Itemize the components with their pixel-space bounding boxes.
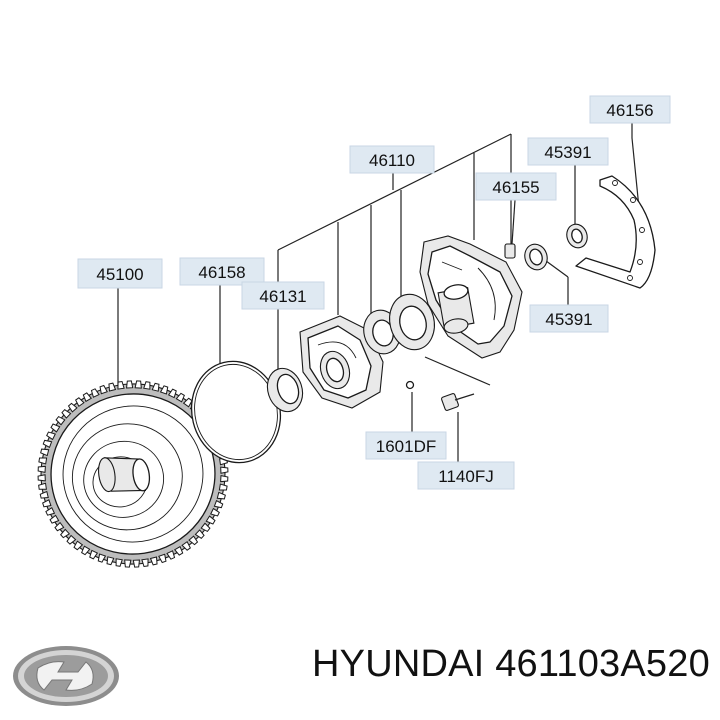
oil-seal (266, 367, 304, 413)
gear-tooth (42, 439, 53, 449)
pump-housing (299, 315, 384, 409)
label-46131-text: 46131 (259, 287, 306, 306)
gear-tooth (134, 380, 142, 389)
gear-tooth (158, 553, 167, 564)
label-1140FJ-text: 1140FJ (438, 467, 493, 486)
gear-tooth (59, 528, 71, 539)
label-1601DF-text: 1601DF (376, 437, 436, 456)
part-number: 461103A520 (495, 643, 710, 685)
brand-name: HYUNDAI (312, 643, 485, 685)
small-parts (405, 223, 588, 411)
pump-cover (419, 235, 523, 359)
gear-tooth (216, 491, 226, 500)
gear-tooth (173, 545, 184, 556)
label-45391-bottom-text: 45391 (545, 310, 592, 329)
label-45391-top-text: 45391 (544, 143, 591, 162)
gear-tooth (97, 553, 107, 563)
torque-converter (37, 380, 229, 568)
gear-tooth (42, 499, 52, 508)
gear-tooth (37, 465, 46, 473)
label-46110-text: 46110 (369, 151, 415, 170)
gear-tooth (46, 431, 56, 441)
label-45391-top: 45391 (527, 137, 609, 166)
label-46156: 46156 (589, 95, 671, 124)
label-1140FJ: 1140FJ (417, 461, 515, 490)
label-1601DF: 1601DF (365, 431, 447, 460)
gear-tooth (67, 402, 78, 413)
gear-tooth (132, 559, 140, 568)
gear-tooth (49, 514, 60, 524)
brand-part-number: HYUNDAI 461103A520 (312, 636, 720, 692)
gear-tooth (117, 380, 125, 390)
label-45391-bottom: 45391 (529, 304, 609, 333)
gear-tooth (66, 534, 77, 545)
gasket (575, 175, 656, 289)
label-tags: 46156 46110 45391 46155 45100 46158 4613… (77, 95, 671, 490)
gear-tooth (181, 540, 191, 551)
gear-tooth (55, 415, 66, 426)
gear-tooth (40, 448, 50, 457)
label-46131: 46131 (241, 281, 325, 310)
label-46156-text: 46156 (606, 101, 653, 120)
label-46158-text: 46158 (198, 263, 245, 282)
gear-tooth (167, 388, 177, 399)
gear-tooth (37, 474, 46, 482)
gear-tooth (175, 392, 185, 403)
gear-tooth (194, 529, 205, 539)
gear-tooth (61, 409, 72, 419)
gear-tooth (75, 397, 85, 408)
label-46110: 46110 (349, 145, 435, 174)
gear-tooth (99, 384, 108, 395)
gear-tooth (149, 556, 158, 566)
gear-tooth (220, 475, 229, 483)
label-46158: 46158 (179, 257, 265, 286)
gear-tooth (126, 380, 134, 389)
gear-tooth (166, 550, 176, 560)
gear-tooth (218, 483, 228, 491)
gear-tooth (89, 549, 99, 560)
gear-tooth (200, 522, 211, 533)
gear-tooth (210, 507, 220, 517)
gear-tooth (45, 506, 56, 516)
gear-tooth (81, 545, 91, 556)
gear-tooth (73, 540, 84, 551)
gear-tooth (124, 559, 132, 568)
gear-tooth (188, 535, 199, 546)
gear-tooth (108, 382, 117, 392)
gear-tooth (39, 490, 49, 499)
label-45100-text: 45100 (96, 265, 143, 284)
gear-tooth (159, 385, 169, 395)
gear-tooth (205, 515, 216, 525)
gear-tooth (115, 558, 123, 567)
leader-lines (117, 122, 642, 462)
gear-tooth (90, 388, 100, 398)
gear-tooth (50, 423, 61, 433)
pump-gears (363, 293, 435, 355)
gear-tooth (220, 466, 229, 474)
gear-tooth (82, 392, 93, 403)
gear-tooth (151, 382, 160, 392)
label-46155-text: 46155 (492, 178, 539, 197)
label-46155: 46155 (475, 172, 557, 201)
label-45100: 45100 (77, 258, 163, 289)
gear-tooth (38, 457, 48, 465)
gear-tooth (54, 521, 65, 532)
gear-tooth (106, 556, 115, 566)
gear-tooth (141, 558, 149, 568)
hyundai-logo-icon (13, 646, 119, 706)
gear-tooth (143, 381, 151, 390)
gear-tooth (38, 482, 47, 490)
gear-tooth (213, 499, 224, 509)
